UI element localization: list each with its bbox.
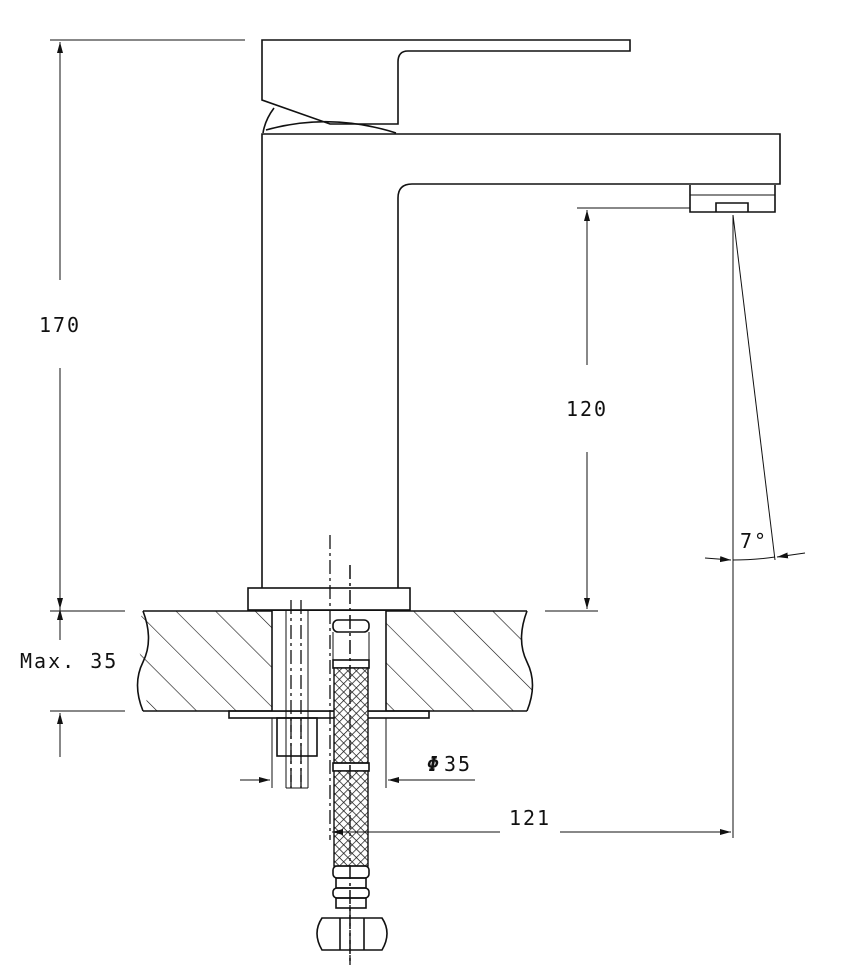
dimension-170-label: 170 (39, 313, 81, 337)
dimension-max-35: Max. 35 (20, 609, 125, 757)
fixing-nut (276, 717, 318, 788)
aerator (689, 185, 776, 213)
dimension-121-label: 121 (509, 806, 551, 830)
base-flange (247, 587, 411, 611)
diameter-symbol: Φ (427, 752, 441, 776)
dimension-170: 170 (39, 39, 245, 612)
dimension-max-35-label: Max. 35 (20, 649, 118, 673)
dimension-diameter-35-label: 35 (444, 752, 472, 776)
dimension-angle-7: 7° (704, 214, 806, 563)
dimension-diameter-35: Φ 35 (240, 718, 475, 788)
fixing-plate (228, 710, 430, 719)
dimension-121: 121 (332, 215, 734, 838)
flexible-hose (332, 565, 370, 965)
dimension-120: 120 (545, 207, 690, 612)
hose-connector-nut (316, 905, 388, 965)
dimension-120-label: 120 (566, 397, 608, 421)
faucet-body (261, 133, 781, 588)
faucet-cartridge-arc (262, 107, 397, 134)
dimension-angle-7-label: 7° (740, 529, 768, 553)
faucet-lever-handle (261, 39, 631, 125)
